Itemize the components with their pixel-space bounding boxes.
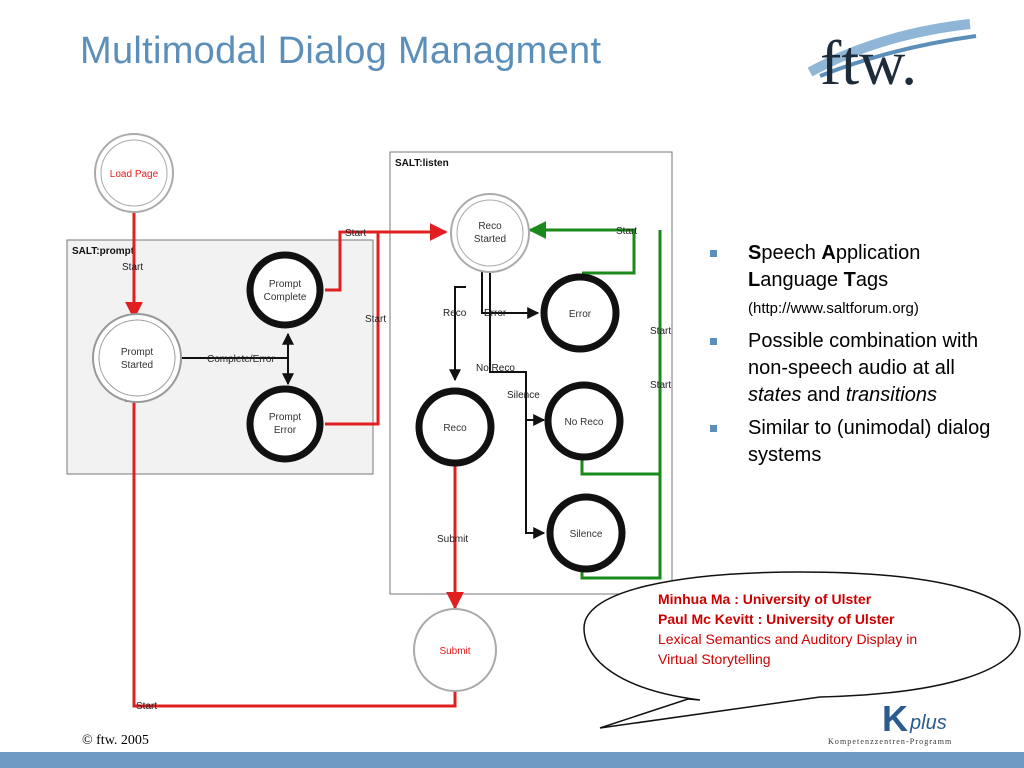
- kplus-logo: K plus: [882, 698, 947, 737]
- label-start-mid: Start: [365, 314, 386, 325]
- node-no-reco: No Reco: [544, 381, 624, 461]
- node-reco-started: Reco Started: [450, 193, 530, 273]
- svg-text:Submit: Submit: [439, 646, 470, 657]
- callout-author-2: Paul Mc Kevitt : University of Ulster: [658, 611, 895, 627]
- bullet-item-similar: Similar to (unimodal) dialog systems: [708, 415, 1008, 469]
- kplus-subtitle: Kompetenzzentren-Programm: [828, 737, 953, 746]
- svg-text:Reco: Reco: [443, 423, 467, 434]
- label-start-prompt: Start: [122, 262, 143, 273]
- slide-title: Multimodal Dialog Managment: [80, 30, 602, 72]
- label-submit: Submit: [437, 534, 468, 545]
- node-prompt-started: Prompt Started: [92, 313, 182, 403]
- label-reco: Reco: [443, 308, 467, 319]
- edge-silence-to-recostarted: [580, 474, 662, 580]
- node-prompt-complete: Prompt Complete: [246, 251, 324, 329]
- node-submit: Submit: [413, 608, 497, 692]
- svg-text:Error: Error: [569, 309, 592, 320]
- svg-text:Prompt: Prompt: [121, 347, 153, 358]
- label-error: Error: [484, 308, 507, 319]
- edge-complete-to-recostarted: [325, 223, 448, 292]
- footer-bar: [0, 752, 1024, 768]
- node-silence: Silence: [546, 493, 626, 573]
- edge-noreco-to-recostarted: [580, 230, 662, 476]
- svg-text:Started: Started: [121, 360, 153, 371]
- copyright: © ftw. 2005: [82, 733, 149, 748]
- label-silence: Silence: [507, 390, 540, 401]
- edge-recostarted-to-error: [481, 272, 540, 319]
- label-complete-error: Complete/Error: [207, 354, 275, 365]
- edge-error-to-recostarted: [528, 221, 636, 275]
- node-prompt-error: Prompt Error: [246, 385, 324, 463]
- node-load-page: Load Page: [94, 133, 174, 213]
- label-no-reco: No Reco: [476, 363, 515, 374]
- svg-text:Prompt: Prompt: [269, 412, 301, 423]
- svg-text:No Reco: No Reco: [565, 417, 604, 428]
- callout-text: Minhua Ma : University of Ulster Paul Mc…: [658, 589, 938, 669]
- edge-recostarted-to-silence: [525, 420, 546, 539]
- bullet-square-icon: [710, 250, 717, 257]
- bullet-item-combination: Possible combination with non-speech aud…: [708, 328, 1008, 409]
- svg-text:Silence: Silence: [570, 529, 603, 540]
- svg-text:Prompt: Prompt: [269, 279, 301, 290]
- label-start-right-2: Start: [650, 380, 671, 391]
- salt-prompt-label: SALT:prompt: [72, 246, 135, 257]
- logo-text: ftw.: [820, 27, 917, 94]
- logo-swoosh-icon: [807, 19, 971, 77]
- label-start-top: Start: [345, 228, 366, 239]
- salt-url: (http://www.saltforum.org): [748, 300, 919, 317]
- svg-text:plus: plus: [909, 712, 947, 734]
- label-start-bottom: Start: [136, 701, 157, 712]
- svg-text:Started: Started: [474, 234, 506, 245]
- bullet-item-salt: Speech Application Language Tags (http:/…: [708, 240, 1008, 322]
- callout-paper-title: Lexical Semantics and Auditory Display i…: [658, 631, 918, 667]
- edge-submit-to-promptstarted: [125, 384, 457, 708]
- edge-recostarted-to-noreco: [489, 272, 546, 426]
- salt-listen-label: SALT:listen: [395, 158, 449, 169]
- bullet-list: Speech Application Language Tags (http:/…: [708, 240, 1008, 475]
- node-load-page-label: Load Page: [110, 169, 159, 180]
- label-start-right-1: Start: [650, 326, 671, 337]
- salt-listen-box: [389, 151, 673, 595]
- ftw-logo: ftw.: [807, 19, 977, 94]
- node-reco: Reco: [415, 387, 495, 467]
- bullet-square-icon: [710, 338, 717, 345]
- svg-text:K: K: [882, 698, 908, 737]
- callout-author-1: Minhua Ma : University of Ulster: [658, 591, 872, 607]
- edge-recostarted-to-reco: [449, 286, 466, 382]
- edge-error-to-recostarted: [325, 232, 380, 426]
- svg-text:Complete: Complete: [264, 292, 307, 303]
- svg-text:Error: Error: [274, 425, 297, 436]
- svg-text:Reco: Reco: [478, 221, 502, 232]
- node-error: Error: [540, 273, 620, 353]
- bullet-square-icon: [710, 425, 717, 432]
- label-start-right-top: Start: [616, 226, 637, 237]
- callout-bubble: [583, 571, 1021, 729]
